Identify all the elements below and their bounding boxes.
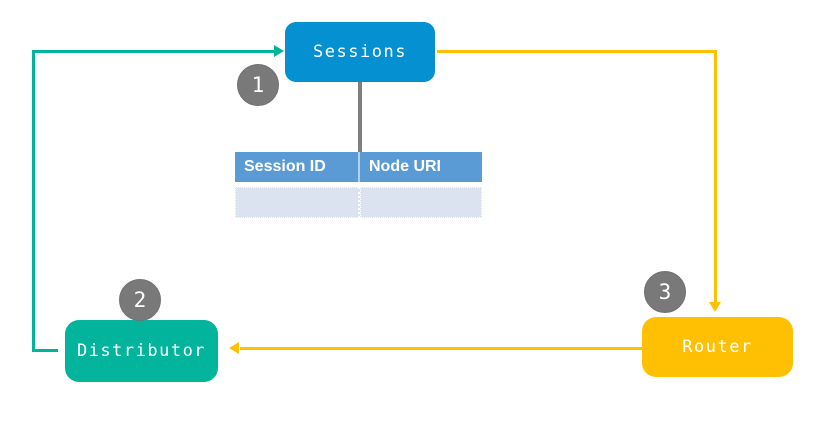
step-2-number: 2 <box>133 288 147 312</box>
node-router-label: Router <box>682 337 753 357</box>
session-table-header-row: Session ID Node URI <box>235 152 482 182</box>
step-circle-1: 1 <box>237 64 279 106</box>
session-table-cell-session-id <box>235 187 360 218</box>
step-3-number: 3 <box>658 280 672 304</box>
session-table-cell-node-uri <box>360 187 482 218</box>
session-table-header-node-uri: Node URI <box>369 158 441 175</box>
node-sessions-label: Sessions <box>313 42 407 62</box>
teal-connector-dashed-tail <box>46 349 58 352</box>
node-router: Router <box>642 317 793 377</box>
yellow-connector-bottom-segment <box>240 347 642 350</box>
session-table-header-session-id: Session ID <box>235 152 360 182</box>
step-circle-2: 2 <box>119 279 161 321</box>
yellow-connector-vertical-segment <box>714 50 717 303</box>
session-table: Session ID Node URI <box>235 152 482 218</box>
yellow-arrowhead-into-router <box>709 302 721 312</box>
step-circle-3: 3 <box>644 271 686 313</box>
yellow-connector-top-segment <box>437 50 716 53</box>
yellow-arrowhead-into-distributor <box>229 342 239 354</box>
node-sessions: Sessions <box>285 22 435 82</box>
step-1-number: 1 <box>251 73 265 97</box>
node-distributor: Distributor <box>65 320 218 382</box>
gray-connector-sessions-to-table <box>358 82 362 152</box>
teal-connector-vertical-segment <box>32 50 35 352</box>
teal-connector-bottom-segment <box>32 349 48 352</box>
session-table-empty-row <box>235 187 482 218</box>
teal-connector-top-segment <box>32 50 276 53</box>
node-distributor-label: Distributor <box>76 341 207 361</box>
teal-arrowhead-into-sessions <box>274 45 284 57</box>
session-table-header-gap <box>235 182 482 187</box>
